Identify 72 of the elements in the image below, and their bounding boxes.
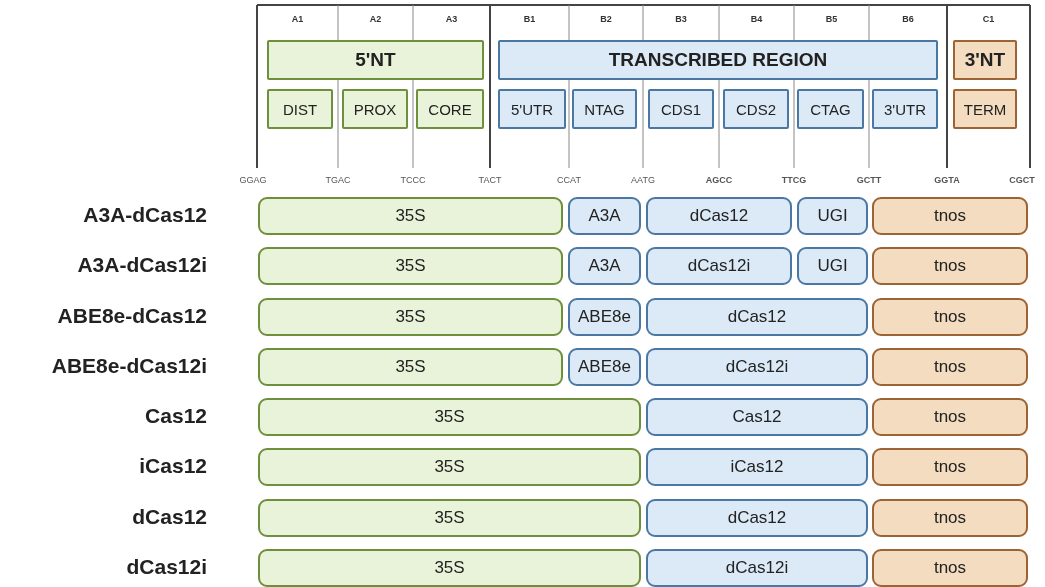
region-box: 3'NT <box>953 40 1017 80</box>
construct-name: A3A-dCas12 <box>83 203 207 227</box>
segment-box: tnos <box>872 298 1028 336</box>
element-box: PROX <box>342 89 408 129</box>
element-box: 5'UTR <box>498 89 566 129</box>
segment-box: UGI <box>797 197 868 235</box>
column-label: B3 <box>675 14 687 24</box>
region-box: TRANSCRIBED REGION <box>498 40 938 80</box>
element-box: DIST <box>267 89 333 129</box>
segment-box: tnos <box>872 197 1028 235</box>
junction-sequence: GCTT <box>856 175 882 185</box>
junction-sequence: TACT <box>478 175 502 185</box>
segment-box: 35S <box>258 348 563 386</box>
segment-box: Cas12 <box>646 398 868 436</box>
segment-box: dCas12 <box>646 499 868 537</box>
junction-sequence: GGAG <box>239 175 267 185</box>
construct-name: dCas12 <box>132 505 207 529</box>
column-label: B5 <box>825 14 838 24</box>
element-box: CORE <box>416 89 484 129</box>
column-label: A1 <box>291 14 304 24</box>
junction-sequence: AGCC <box>705 175 733 185</box>
column-label: A3 <box>445 14 458 24</box>
segment-box: 35S <box>258 298 563 336</box>
column-label: A2 <box>369 14 382 24</box>
construct-name: ABE8e-dCas12 <box>57 304 207 328</box>
segment-box: dCas12 <box>646 298 868 336</box>
segment-box: tnos <box>872 499 1028 537</box>
element-box: 3'UTR <box>872 89 938 129</box>
element-box: CTAG <box>797 89 864 129</box>
element-box: CDS2 <box>723 89 789 129</box>
construct-name: A3A-dCas12i <box>77 253 207 277</box>
region-box: 5'NT <box>267 40 484 80</box>
element-box: CDS1 <box>648 89 714 129</box>
junction-sequence: GGTA <box>934 175 960 185</box>
segment-box: 35S <box>258 448 641 486</box>
segment-box: A3A <box>568 247 641 285</box>
segment-box: 35S <box>258 499 641 537</box>
column-label: C1 <box>982 14 995 24</box>
segment-box: ABE8e <box>568 298 641 336</box>
segment-box: 35S <box>258 398 641 436</box>
segment-box: tnos <box>872 348 1028 386</box>
segment-box: tnos <box>872 398 1028 436</box>
segment-box: UGI <box>797 247 868 285</box>
column-label: B1 <box>523 14 536 24</box>
construct-name: dCas12i <box>126 555 207 579</box>
junction-sequence: TGAC <box>325 175 351 185</box>
column-label: B4 <box>750 14 763 24</box>
junction-sequence: CCAT <box>557 175 581 185</box>
column-label: B2 <box>600 14 612 24</box>
junction-sequence: TTCG <box>781 175 807 185</box>
junction-sequence: TCCC <box>400 175 426 185</box>
element-box: NTAG <box>572 89 637 129</box>
segment-box: iCas12 <box>646 448 868 486</box>
segment-box: dCas12 <box>646 197 792 235</box>
junction-sequence: CGCT <box>1009 175 1035 185</box>
column-label: B6 <box>902 14 914 24</box>
construct-name: ABE8e-dCas12i <box>51 354 207 378</box>
element-box: TERM <box>953 89 1017 129</box>
construct-name: Cas12 <box>145 404 207 428</box>
segment-box: ABE8e <box>568 348 641 386</box>
segment-box: dCas12i <box>646 549 868 587</box>
segment-box: 35S <box>258 549 641 587</box>
segment-box: 35S <box>258 197 563 235</box>
segment-box: tnos <box>872 549 1028 587</box>
segment-box: tnos <box>872 247 1028 285</box>
segment-box: A3A <box>568 197 641 235</box>
segment-box: dCas12i <box>646 247 792 285</box>
segment-box: 35S <box>258 247 563 285</box>
segment-box: tnos <box>872 448 1028 486</box>
junction-sequence: AATG <box>631 175 655 185</box>
segment-box: dCas12i <box>646 348 868 386</box>
construct-name: iCas12 <box>139 454 207 478</box>
